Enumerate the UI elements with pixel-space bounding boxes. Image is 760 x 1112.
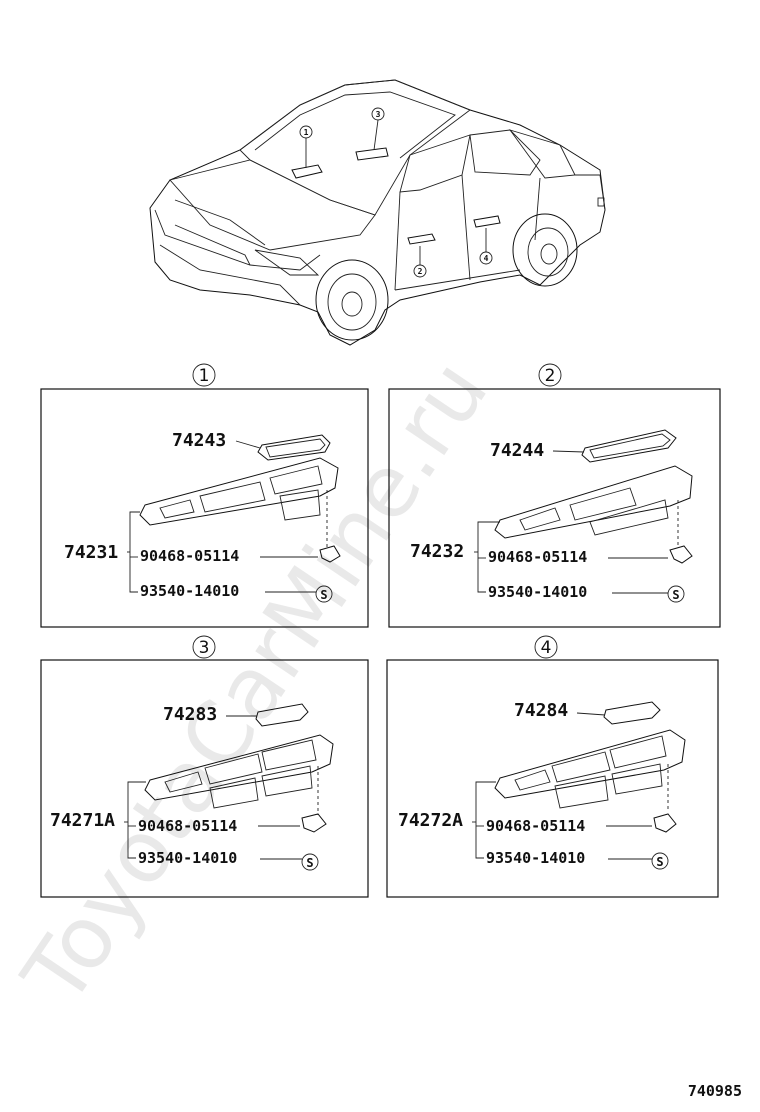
panel-2-s-symbol: S — [672, 588, 679, 602]
watermark: ToyotaCarMine.ru — [4, 343, 508, 1023]
panel-1-screw-part: 90468-05114 — [140, 547, 239, 565]
panel-2-s-part: 93540-14010 — [488, 583, 587, 601]
panel-4-bezel-number: 74284 — [514, 700, 568, 721]
panel-2-bezel-number: 74244 — [490, 440, 544, 461]
panel-4-s-part: 93540-14010 — [486, 849, 585, 867]
panel-4-s-symbol: S — [656, 855, 663, 869]
panel-4-callout: 4 — [541, 638, 552, 658]
car-callout-1: 1 — [304, 128, 309, 137]
panel-1-assembly-number: 74231 — [64, 542, 118, 563]
panel-1-bezel-number: 74243 — [172, 430, 226, 451]
panel-2-assembly-number: 74232 — [410, 541, 464, 562]
panel-3: 3 74283 74271A 90468-05114 93540-14010 S — [40, 635, 369, 898]
car-callout-4: 4 — [484, 254, 489, 263]
panel-3-s-symbol: S — [306, 856, 313, 870]
car-callout-3: 3 — [376, 110, 381, 119]
panel-3-callout: 3 — [199, 638, 210, 658]
panel-4-screw-part: 90468-05114 — [486, 817, 585, 835]
panel-4-assembly-number: 74272A — [398, 810, 463, 831]
panel-3-screw-part: 90468-05114 — [138, 817, 237, 835]
panel-2-callout: 2 — [545, 366, 556, 386]
car-illustration: 1 3 2 4 — [149, 79, 606, 346]
panel-1-callout: 1 — [199, 366, 210, 386]
panel-1-s-part: 93540-14010 — [140, 582, 239, 600]
panel-2: 2 74244 74232 90468-05114 93540-14010 S — [388, 363, 721, 628]
panel-4: 4 74284 74272A 90468-05114 93540-14010 S — [386, 635, 719, 898]
figure-code: 740985 — [688, 1082, 742, 1100]
panel-3-bezel-number: 74283 — [163, 704, 217, 725]
panel-1: 1 74243 74231 90468-05114 93540-14010 S — [40, 363, 369, 628]
car-callout-2: 2 — [418, 267, 423, 276]
panel-3-s-part: 93540-14010 — [138, 849, 237, 867]
panel-3-assembly-number: 74271A — [50, 810, 115, 831]
panel-2-screw-part: 90468-05114 — [488, 548, 587, 566]
panel-1-s-symbol: S — [320, 588, 327, 602]
